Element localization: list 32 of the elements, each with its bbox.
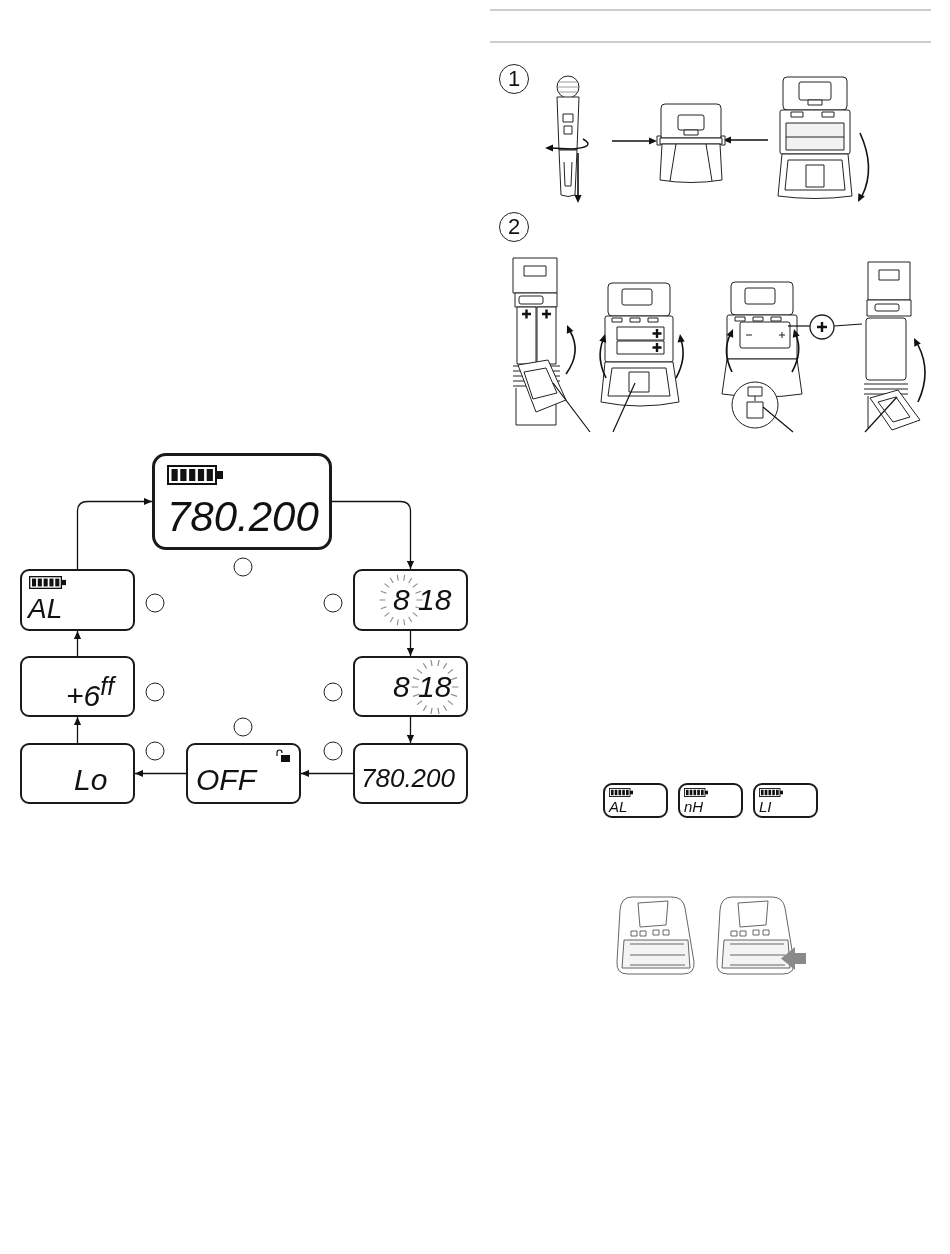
lcd-screen (152, 453, 332, 550)
lcd-screen (353, 656, 468, 717)
display-readout: nH (684, 799, 704, 814)
display-readout: Lo (74, 765, 108, 795)
lcd-screen (20, 743, 135, 804)
arrow (134, 769, 187, 778)
lcd-screen (678, 783, 743, 818)
arrow (406, 716, 415, 744)
display-readout: AL (28, 595, 63, 623)
display-readout: 780.200 (361, 765, 455, 791)
display-readout: +6$^{ff}$ (66, 674, 115, 711)
display-readout: 8 18 (393, 672, 452, 702)
display-readout: LI (759, 799, 772, 814)
step-number: 2 (499, 212, 529, 242)
lcd-screen (753, 783, 818, 818)
lcd-screen (353, 743, 468, 804)
step-number: 1 (499, 64, 529, 94)
arrow (73, 716, 82, 744)
display-readout: 780.200 (167, 496, 319, 538)
lcd-screen (20, 656, 135, 717)
arrow (406, 630, 415, 657)
lcd-screen (20, 569, 135, 631)
lcd-screen (186, 743, 301, 804)
lcd-screen (353, 569, 468, 631)
arrow (76, 497, 153, 570)
display-readout: OFF (196, 765, 256, 795)
display-readout: AL (609, 799, 628, 814)
display-readout: 8 18 (393, 585, 452, 615)
lcd-screen (603, 783, 668, 818)
arrow (331, 500, 415, 570)
arrow (300, 769, 354, 778)
arrow (73, 630, 82, 657)
